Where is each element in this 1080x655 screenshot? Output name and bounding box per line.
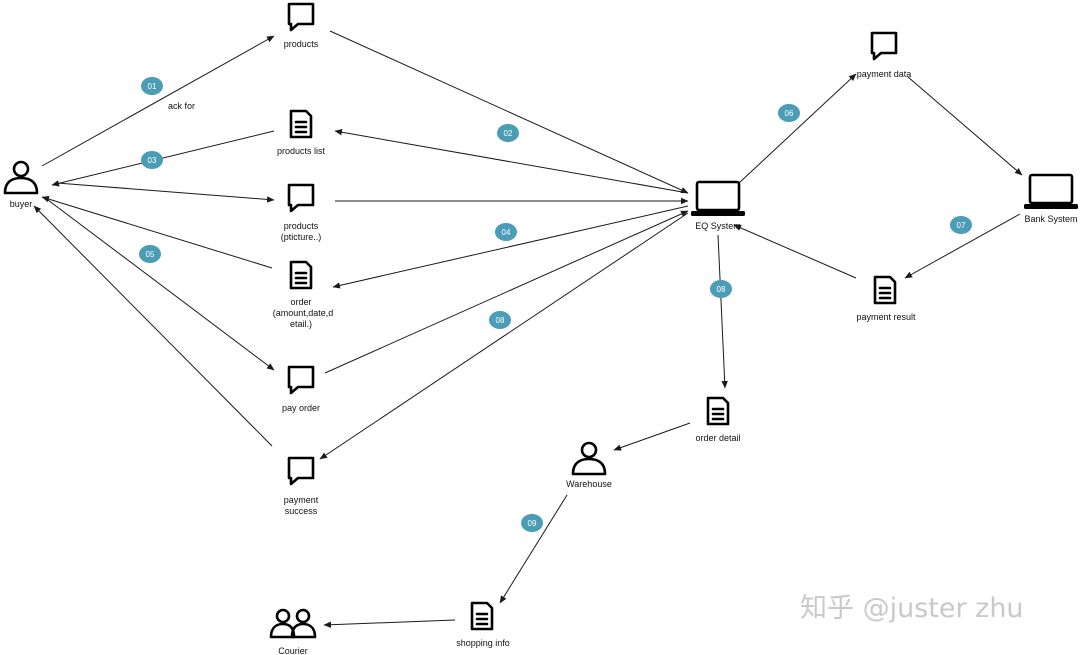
node-label-line: (pticture..) — [281, 232, 322, 242]
step-number: 08 — [496, 316, 505, 325]
node-label-line: (amount,date,d — [273, 308, 334, 318]
edge-warehouse-to-shopping-info — [499, 494, 568, 604]
node-products-picture: products (pticture..) — [281, 183, 322, 242]
node-label: products — [284, 39, 319, 49]
group-icon — [269, 608, 317, 639]
edge-buyer-to-pay-order — [43, 196, 275, 371]
step-badges: 01 02 03 04 05 06 07 08 08 09 — [139, 77, 972, 532]
edge-eq-to-order-detail — [717, 234, 728, 389]
edge-order-to-buyer — [41, 196, 273, 269]
node-bank-system: Bank System — [1024, 173, 1078, 224]
node-label: EQ System — [695, 221, 741, 231]
step-number: 02 — [504, 129, 513, 138]
node-label-line: order — [290, 297, 311, 307]
chat-bubble-icon — [287, 365, 315, 395]
edge-products-to-eq — [329, 30, 689, 194]
edge-label-ask-for: ack for — [168, 101, 195, 111]
step-number: 01 — [148, 82, 157, 91]
node-products-list: products list — [277, 109, 326, 156]
edge-buyer-to-products-pic — [56, 182, 275, 203]
laptop-icon — [691, 180, 745, 216]
node-label: order detail — [695, 433, 740, 443]
node-label: payment data — [857, 69, 912, 79]
step-number: 08 — [717, 285, 726, 294]
edge-eq-to-products-list — [334, 129, 689, 194]
step-badge: 03 — [141, 151, 163, 169]
node-label: pay order — [282, 403, 320, 413]
edges — [33, 30, 1023, 628]
node-label: shopping info — [456, 638, 510, 648]
chat-bubble-icon — [287, 456, 315, 486]
edge-shopping-info-to-courier — [323, 619, 456, 628]
edge-pay-order-to-eq — [324, 210, 689, 374]
document-icon — [289, 260, 313, 290]
edge-order-detail-to-warehouse — [613, 422, 691, 451]
step-badge: 04 — [495, 223, 517, 241]
node-warehouse: Warehouse — [566, 441, 612, 489]
step-badge: 09 — [521, 514, 543, 532]
step-number: 07 — [957, 221, 966, 230]
step-badge: 01 — [141, 77, 163, 95]
node-order: order (amount,date,d etail.) — [273, 260, 334, 329]
step-badge: 08 — [489, 311, 511, 329]
document-icon — [873, 275, 897, 305]
node-shopping-info: shopping info — [456, 601, 510, 648]
node-label-line: etail.) — [290, 319, 312, 329]
person-icon — [3, 160, 39, 195]
laptop-icon — [1024, 173, 1078, 209]
edge-eq-to-payment-data — [738, 73, 857, 184]
person-icon — [571, 441, 607, 476]
node-pay-order: pay order — [282, 365, 320, 413]
edge-eq-to-payment-success — [319, 212, 689, 460]
node-label: products list — [277, 146, 326, 156]
edge-buyer-to-products — [41, 35, 275, 167]
node-products: products — [284, 2, 319, 49]
edge-eq-to-order — [332, 205, 689, 289]
document-icon — [706, 396, 730, 426]
node-label-line: products — [284, 221, 319, 231]
document-icon — [289, 109, 313, 139]
edge-bank-to-payment-result — [904, 213, 1021, 279]
step-number: 04 — [502, 228, 511, 237]
edge-payment-success-to-buyer — [33, 205, 273, 447]
step-badge: 07 — [950, 216, 972, 234]
document-icon — [470, 601, 494, 631]
step-number: 06 — [785, 109, 794, 118]
node-payment-success: payment success — [284, 456, 319, 516]
edge-products-list-to-buyer — [51, 130, 275, 187]
edge-payment-data-to-bank — [907, 76, 1023, 176]
step-number: 03 — [148, 156, 157, 165]
node-label: buyer — [10, 199, 33, 209]
node-label: Courier — [278, 646, 308, 655]
node-label-line: success — [285, 506, 318, 516]
node-label-line: payment — [284, 495, 319, 505]
node-order-detail: order detail — [695, 396, 741, 443]
node-label: Bank System — [1024, 214, 1077, 224]
edge-payment-result-to-eq — [733, 224, 857, 279]
node-label: payment result — [856, 312, 916, 322]
step-number: 09 — [528, 519, 537, 528]
node-payment-result: payment result — [856, 275, 916, 322]
step-badge: 06 — [778, 104, 800, 122]
chat-bubble-icon — [870, 31, 898, 61]
node-label: Warehouse — [566, 479, 612, 489]
step-badge: 05 — [139, 245, 161, 263]
node-buyer: buyer — [3, 160, 39, 209]
node-eq-system: EQ System — [691, 180, 745, 231]
step-badge: 02 — [497, 124, 519, 142]
watermark: 知乎 @juster zhu — [800, 593, 1024, 624]
node-payment-data: payment data — [857, 31, 912, 79]
chat-bubble-icon — [287, 183, 315, 213]
step-number: 05 — [146, 250, 155, 259]
node-courier: Courier — [269, 608, 317, 655]
step-badge: 08 — [710, 280, 732, 298]
chat-bubble-icon — [287, 2, 315, 32]
